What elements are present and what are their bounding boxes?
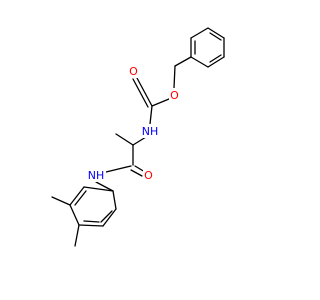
- benzyl-ring-double-bond: [209, 32, 222, 41]
- o-to-carbonyl-bond: [151, 98, 170, 107]
- nh-to-aryl-bond: [95, 181, 114, 192]
- ring-to-ch2-bond: [174, 56, 192, 67]
- bond-layer: [51, 27, 225, 247]
- molecule-diagram: O O NH O NH: [51, 27, 225, 247]
- ch2-to-o-bond: [173, 65, 176, 89]
- benzyl-ring-bond: [207, 27, 225, 39]
- atom-carbonyl-o-top: O: [128, 64, 139, 78]
- amide-c-o-double-bond: [130, 169, 143, 177]
- benzyl-ring-bond: [190, 56, 209, 68]
- carbonyl-c-o-double-bond: [136, 77, 153, 107]
- amide-c-to-nh-bond: [105, 165, 132, 173]
- carbonyl-c-o-double-bond: [132, 78, 149, 108]
- atom-carbamate-nh: NH: [140, 124, 160, 138]
- aryl-ring-bond: [69, 186, 85, 206]
- nh-to-alpha-c-bond: [132, 136, 147, 146]
- aryl-ring-bond: [78, 224, 104, 227]
- aryl-ring-bond: [83, 186, 114, 192]
- aryl-ring-double-bond: [83, 220, 100, 223]
- aryl-ring-double-bond: [74, 190, 87, 206]
- aryl-ring-bond: [112, 190, 117, 210]
- carbonyl-to-nh-bond: [149, 105, 153, 125]
- alpha-c-to-methyl-bond: [115, 133, 134, 146]
- aryl-methyl-bond: [74, 224, 80, 247]
- atom-ester-o: O: [169, 88, 180, 102]
- aryl-ring-bond: [69, 204, 80, 226]
- atom-label-anilide-nh: NH: [88, 169, 105, 182]
- benzyl-ring-bond: [190, 27, 209, 39]
- aryl-methyl-bond: [51, 196, 71, 206]
- aryl-ring-bond: [102, 208, 117, 227]
- benzyl-ring-double-bond: [209, 54, 222, 63]
- benzyl-ring-bond: [207, 56, 225, 68]
- atom-label-carbamate-nh: NH: [142, 125, 159, 138]
- atom-label-layer: O O NH O NH: [86, 64, 180, 182]
- atom-amide-o: O: [143, 168, 154, 182]
- atom-label-ester-o: O: [170, 89, 179, 102]
- atom-label-carbonyl-o-top: O: [129, 65, 138, 78]
- atom-label-amide-o: O: [144, 169, 153, 182]
- aryl-ring-double-bond: [100, 210, 113, 223]
- atom-anilide-nh: NH: [86, 168, 106, 182]
